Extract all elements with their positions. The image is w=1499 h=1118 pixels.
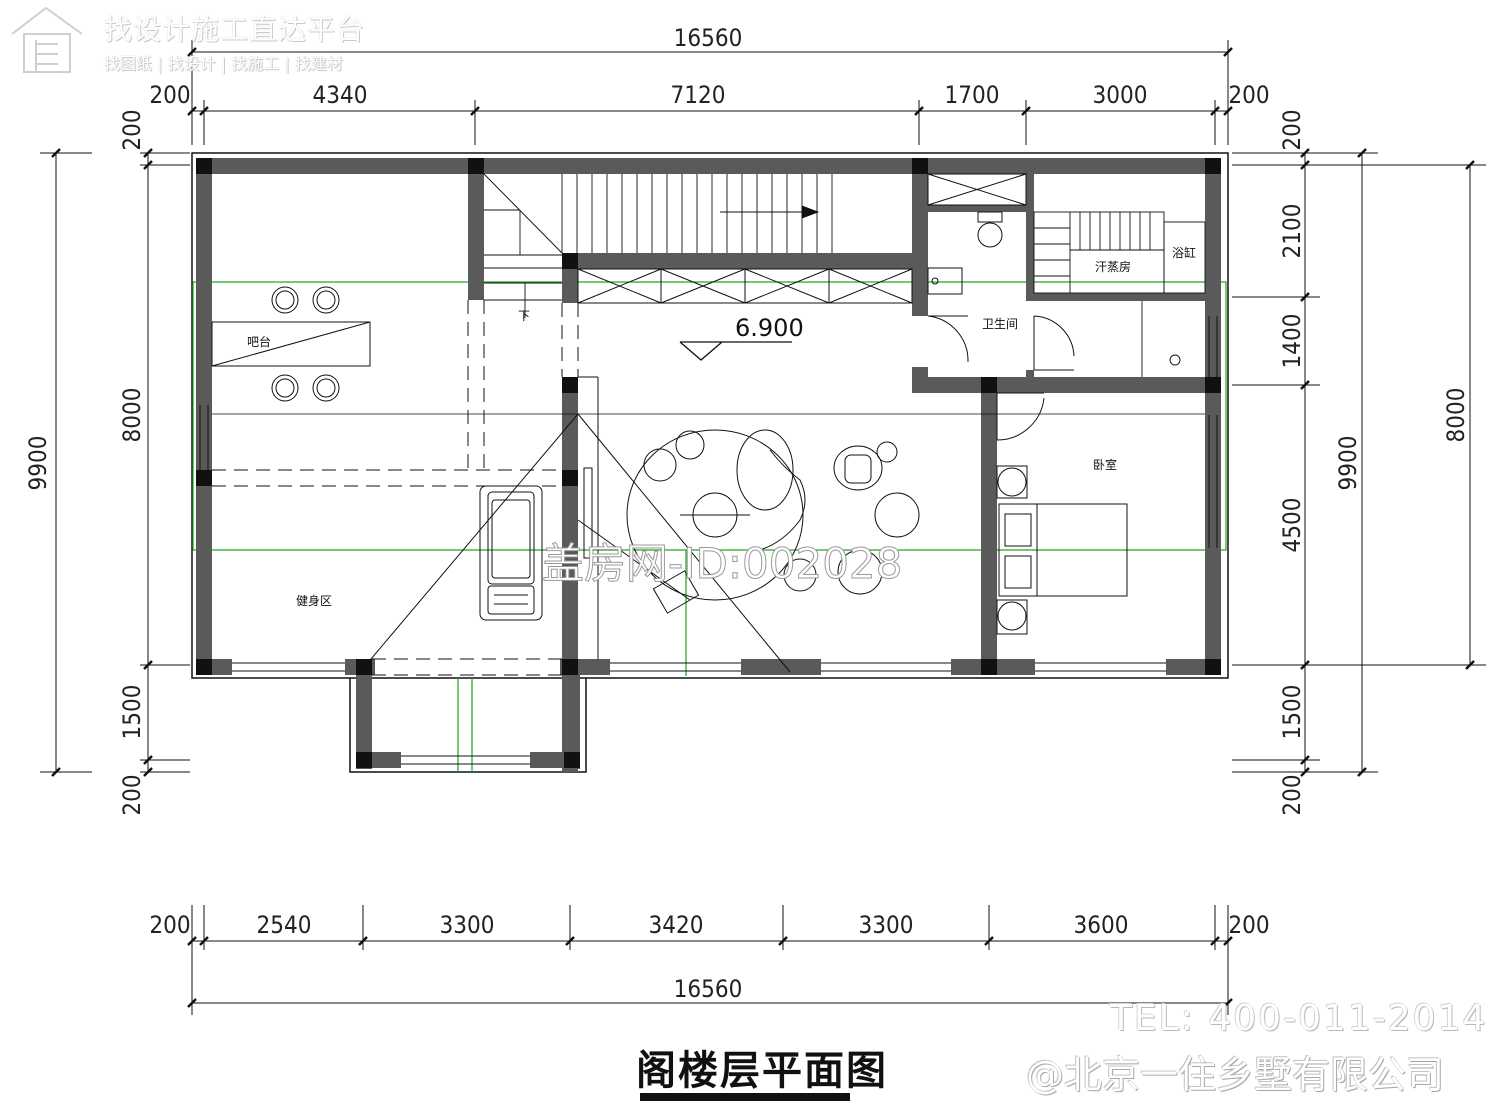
building-outline [191, 152, 1229, 773]
watermark-company: @北京一住乡墅有限公司 [1026, 1053, 1445, 1097]
dim-right-inner-1: 200 [1278, 109, 1306, 150]
dim-top-seg-5: 3000 [1093, 81, 1148, 109]
dim-right-inner-4: 4500 [1278, 498, 1306, 553]
storage-cabinets [577, 173, 1027, 304]
watermark-line2: 找图纸 | 找设计 | 找施工 | 找建材 [104, 54, 343, 73]
dim-left-total: 9900 [24, 436, 52, 491]
dim-top-seg-3: 7120 [671, 81, 726, 109]
dim-left-inner-2: 8000 [118, 388, 146, 443]
dim-bottom-seg-5: 3300 [859, 911, 914, 939]
level-marker [679, 341, 792, 361]
treadmill [479, 485, 543, 621]
bar-counter [211, 286, 371, 402]
stair-down-label: 下 [518, 309, 530, 323]
room-label-bar: 吧台 [247, 334, 271, 349]
staircase [483, 173, 833, 318]
bathroom-fixtures [927, 211, 1075, 371]
right-dimension-ticks [1300, 148, 1475, 777]
dim-top-seg-6: 200 [1228, 81, 1269, 109]
level-value: 6.900 [735, 314, 804, 342]
dim-right-inner-3: 1400 [1278, 314, 1306, 369]
dim-left-inner-3: 1500 [118, 685, 146, 740]
right-dimensions [1232, 152, 1486, 773]
bedroom-furniture [996, 392, 1128, 635]
dim-bottom-seg-1: 200 [149, 911, 190, 939]
plan-title-underline [640, 1093, 850, 1101]
room-label-bath: 卫生间 [982, 317, 1018, 331]
roof-reference-lines [192, 281, 1227, 772]
room-label-bedroom: 卧室 [1093, 457, 1117, 472]
watermark-line1: 找设计施工直达平台 [104, 13, 366, 46]
dim-right-total-b: 8000 [1442, 388, 1470, 443]
room-label-tub: 浴缸 [1172, 245, 1196, 260]
left-dimensions [40, 152, 190, 773]
dim-top-total: 16560 [674, 24, 743, 52]
dim-bottom-seg-2: 2540 [257, 911, 312, 939]
house-logo-watermark [11, 6, 83, 73]
dim-top-seg-1: 200 [149, 81, 190, 109]
top-dimension-ticks [187, 47, 1233, 116]
dashed-opening [212, 300, 579, 676]
plan-title: 阁楼层平面图 [636, 1048, 888, 1094]
room-label-sauna: 汗蒸房 [1095, 259, 1131, 274]
dim-right-inner-5: 1500 [1278, 685, 1306, 740]
dim-bottom-total: 16560 [674, 975, 743, 1003]
lounge-table [626, 429, 920, 614]
dim-bottom-seg-7: 200 [1228, 911, 1269, 939]
windows [199, 316, 1218, 765]
room-label-gym: 健身区 [296, 593, 332, 608]
dim-top-seg-2: 4340 [313, 81, 368, 109]
dim-left-inner-1: 200 [118, 109, 146, 150]
sauna-room [1033, 211, 1206, 377]
left-dimension-ticks [51, 148, 153, 777]
center-watermark: 盖房网-ID:002028 [542, 539, 902, 588]
top-dimensions [191, 40, 1229, 145]
dim-right-total-a: 9900 [1334, 436, 1362, 491]
dim-left-inner-4: 200 [118, 774, 146, 815]
dim-bottom-seg-3: 3300 [440, 911, 495, 939]
dim-bottom-seg-6: 3600 [1074, 911, 1129, 939]
dim-right-inner-6: 200 [1278, 774, 1306, 815]
dim-top-seg-4: 1700 [945, 81, 1000, 109]
watermark-tel: TEL: 400-011-2014 [1110, 998, 1488, 1039]
columns [196, 158, 1221, 768]
dim-bottom-seg-4: 3420 [649, 911, 704, 939]
roof-lines [359, 376, 791, 673]
dim-right-inner-2: 2100 [1278, 204, 1306, 259]
bottom-dimension-ticks [187, 936, 1233, 1008]
